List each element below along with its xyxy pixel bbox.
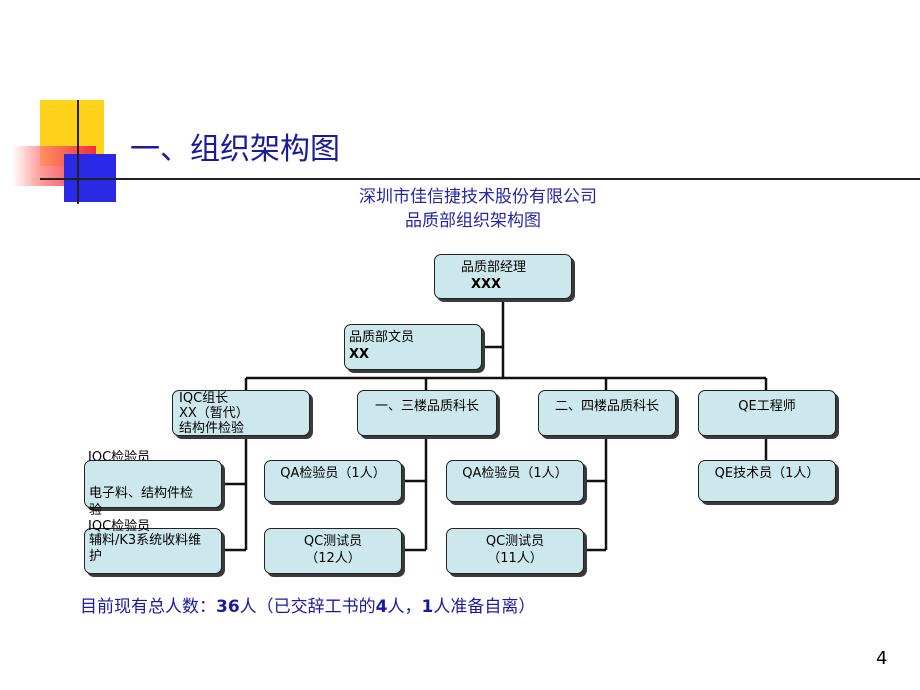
node-qa-inspector-floor24: QA检验员（1人） [446,460,584,502]
summary-part3: 人准备自离） [433,597,536,617]
node-qe-engineer: QE工程师 [698,390,836,436]
headcount-summary: 目前现有总人数：36人（已交辞工书的4人，1人准备自离） [80,592,535,617]
node-title: QA检验员（1人） [280,466,386,481]
node-title: QA检验员（1人） [462,466,568,481]
summary-resigned: 4 [375,597,388,617]
summary-part2: 人， [387,597,422,617]
page-number: 4 [876,648,888,669]
node-count: （12人） [305,551,361,566]
node-iqc-inspector-2: 辅料/K3系统收料维 护 [84,528,222,574]
node-name: XX（暂代） [179,406,249,421]
node-title: 品质部经理 [461,260,527,275]
summary-prefix: 目前现有总人数： [80,597,216,617]
node-duty: 电子料、结构件检 [89,486,194,501]
node-qc-tester-floor13: QC测试员 （12人） [264,528,402,574]
node-duty-cont: 护 [89,549,103,564]
node-qa-inspector-floor13: QA检验员（1人） [264,460,402,502]
node-qc-tester-floor24: QC测试员 （11人） [446,528,584,574]
title-divider-line [40,178,920,180]
node-title: QE工程师 [738,399,796,414]
node-duty: 结构件检验 [179,421,245,436]
node-title: QC测试员 [303,534,363,549]
node-duty: 辅料/K3系统收料维 [89,533,202,548]
summary-total: 36 [216,597,240,617]
node-title: 一、三楼品质科长 [374,399,479,414]
node-count: （11人） [487,551,543,566]
node-qe-technician: QE技术员（1人） [698,460,836,502]
node-quality-manager: 品质部经理 XXX [434,254,572,299]
chart-subtitle: 品质部组织架构图 [405,211,541,231]
summary-part1: 人（已交辞工书的 [239,597,376,617]
node-title: QE技术员（1人） [714,466,820,481]
node-iqc-inspector-1: 电子料、结构件检 验 [84,460,222,518]
node-name: XX [349,347,370,362]
iqc-inspector-2-label: IQC检验员 [88,519,151,534]
node-floor24-chief: 二、四楼品质科长 [538,390,676,436]
node-title: 品质部文员 [349,330,415,345]
node-title: QC测试员 [485,534,545,549]
slide-title: 一、组织架构图 [130,132,340,167]
node-title: 二、四楼品质科长 [554,399,659,414]
node-quality-clerk: 品质部文员 XX [344,324,482,370]
decor-vertical-line [77,100,79,204]
node-name: XXX [471,277,502,292]
summary-leaving: 1 [421,597,434,617]
chart-company-name: 深圳市佳信捷技术股份有限公司 [359,187,597,207]
node-iqc-leader: IQC组长 XX（暂代） 结构件检验 [172,390,310,436]
node-title: IQC组长 [179,391,229,406]
node-duty-cont: 验 [89,503,103,518]
node-floor13-chief: 一、三楼品质科长 [357,390,497,436]
